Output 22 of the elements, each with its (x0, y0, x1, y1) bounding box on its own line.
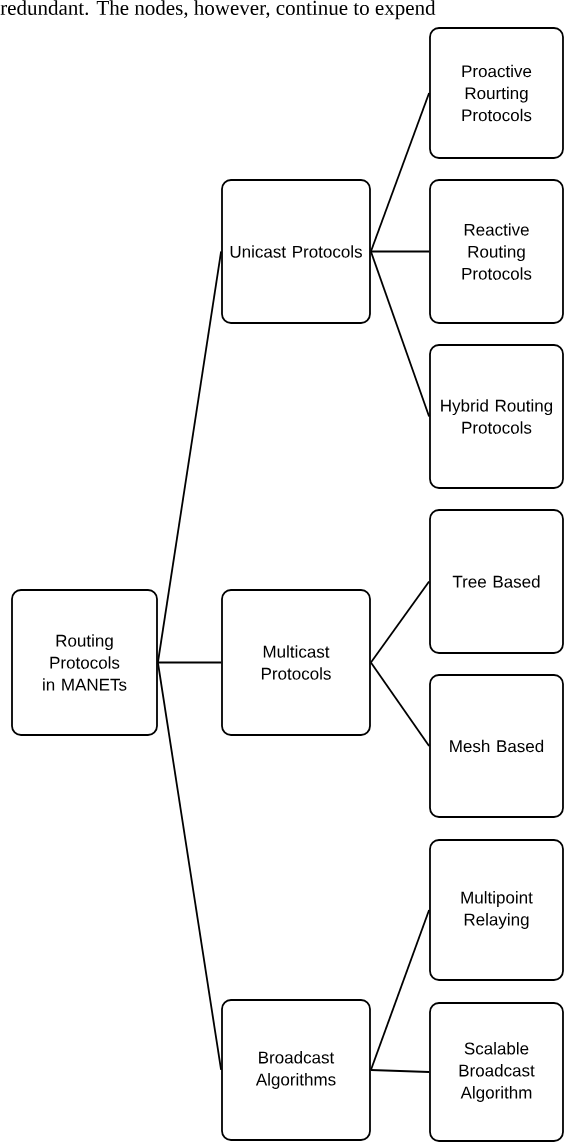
connector-line (157, 661, 222, 664)
connector-line (370, 909, 430, 1071)
body-text: redundant. The nodes, however, continue to expend (0, 0, 436, 20)
connector-line (370, 580, 430, 664)
process-box: Multicast Protocols (221, 589, 371, 736)
connector-line (370, 92, 430, 253)
process-box: Scalable Broadcast Algorithm (429, 1002, 564, 1142)
connector-line (157, 250, 222, 664)
process-box: Unicast Protocols (221, 179, 371, 324)
process-box: Routing Protocols in MANETs (11, 589, 158, 736)
process-box: Mesh Based (429, 674, 564, 818)
process-box: Reactive Routing Protocols (429, 179, 564, 324)
process-box: Hybrid Routing Protocols (429, 344, 564, 489)
process-box: Proactive Rourting Protocols (429, 27, 564, 159)
connector-line (370, 250, 430, 253)
process-box: Tree Based (429, 509, 564, 654)
connector-line (157, 661, 222, 1071)
connector-line (370, 661, 430, 747)
process-box: Multipoint Relaying (429, 839, 564, 981)
connector-line (370, 1069, 430, 1073)
process-box: Broadcast Algorithms (221, 999, 371, 1141)
connector-line (370, 250, 430, 418)
